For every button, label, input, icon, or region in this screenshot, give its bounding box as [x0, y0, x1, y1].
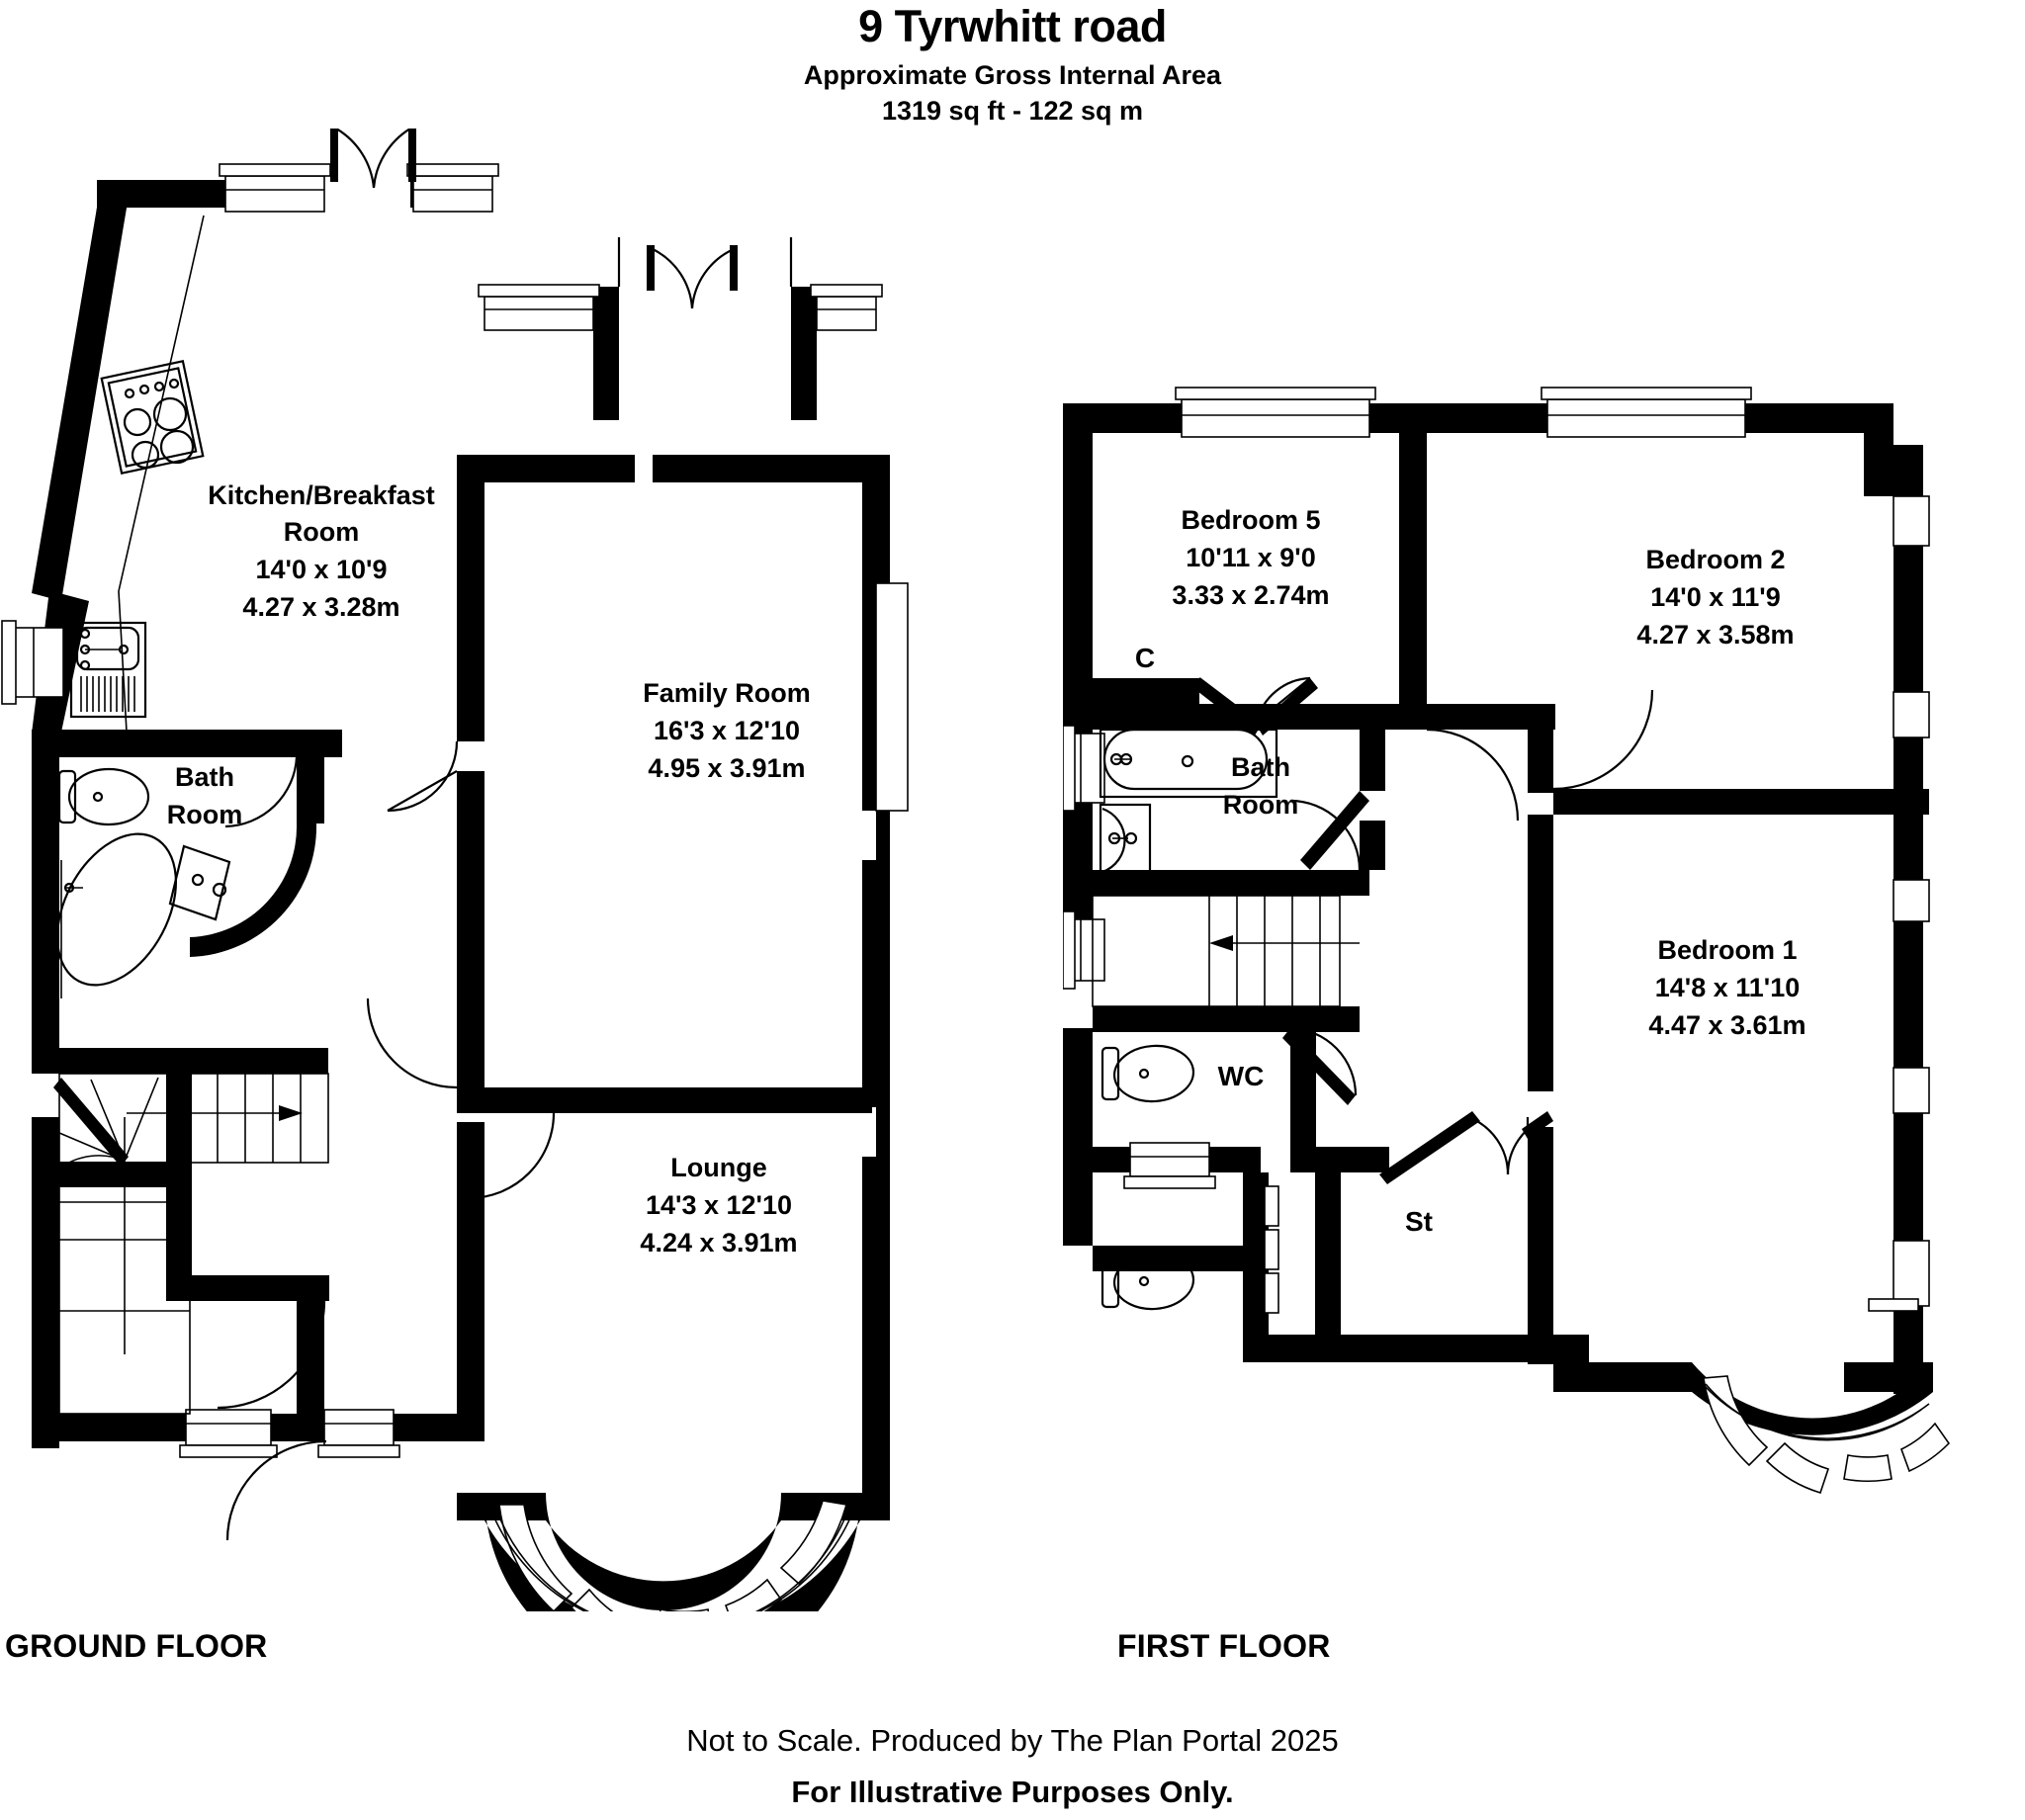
room-label-bedroom5-name: Bedroom 5	[1181, 505, 1320, 535]
washbasin-icon	[1099, 803, 1152, 878]
first-floor-door-swings	[1193, 676, 1654, 1184]
first-floor-staircase	[1092, 895, 1360, 1007]
plan-footer: Not to Scale. Produced by The Plan Porta…	[0, 1722, 2025, 1812]
room-label-family-dim-imperial: 16'3 x 12'10	[654, 716, 800, 745]
first-floor-caption: FIRST FLOOR	[1117, 1628, 1331, 1664]
first-floor-windows	[1063, 387, 1930, 1314]
washbasin-icon	[168, 844, 231, 921]
room-label-kitchen-name-2: Room	[284, 517, 360, 547]
bathtub-icon	[1099, 728, 1278, 799]
room-label-family-dim-metric: 4.95 x 3.91m	[648, 753, 805, 783]
room-label-bedroom1-dim-imperial: 14'8 x 11'10	[1655, 973, 1800, 1002]
first-floor-room-labels: Bedroom 5 10'11 x 9'0 3.33 x 2.74m Bedro…	[1135, 505, 1806, 1237]
ground-floor-staircase	[53, 1073, 329, 1415]
first-wc-fixtures-actual	[1101, 1044, 1195, 1103]
room-label-first-bath-name-1: Bath	[1231, 752, 1290, 782]
room-label-lounge-name: Lounge	[670, 1153, 766, 1182]
hob-icon	[100, 360, 205, 475]
annotation-store: St	[1405, 1206, 1433, 1237]
room-label-bedroom1-dim-metric: 4.47 x 3.61m	[1648, 1010, 1805, 1040]
room-label-first-bath-name-2: Room	[1223, 790, 1299, 820]
room-label-bedroom2-dim-metric: 4.27 x 3.58m	[1636, 620, 1794, 650]
room-label-ground-bath-name-2: Room	[167, 800, 243, 829]
footer-disclaimer-line-1: Not to Scale. Produced by The Plan Porta…	[686, 1723, 1339, 1758]
page-title: 9 Tyrwhitt road	[858, 1, 1167, 51]
room-label-bedroom5-dim-imperial: 10'11 x 9'0	[1186, 543, 1315, 572]
footer-disclaimer-line-2: For Illustrative Purposes Only.	[791, 1774, 1234, 1809]
annotation-cupboard: C	[1135, 643, 1155, 673]
room-label-kitchen-name-1: Kitchen/Breakfast	[208, 480, 435, 510]
room-label-ground-bath-name-1: Bath	[175, 762, 234, 792]
lounge-bay-window	[484, 1493, 860, 1611]
room-label-bedroom1-name: Bedroom 1	[1657, 935, 1797, 965]
ground-floor-drawing: Kitchen/Breakfast Room 14'0 x 10'9 4.27 …	[1, 129, 909, 1611]
area-caption-line-1: Approximate Gross Internal Area	[803, 60, 1222, 90]
room-label-lounge-dim-imperial: 14'3 x 12'10	[646, 1190, 792, 1220]
room-label-kitchen-dim-imperial: 14'0 x 10'9	[256, 555, 388, 584]
room-label-lounge-dim-metric: 4.24 x 3.91m	[640, 1228, 797, 1257]
room-label-family-name: Family Room	[643, 678, 811, 708]
ground-floor-windows	[1, 163, 909, 1458]
room-label-kitchen-dim-metric: 4.27 x 3.28m	[242, 592, 399, 622]
ground-floor-walls	[32, 180, 890, 1520]
annotation-wc: WC	[1218, 1061, 1265, 1091]
ground-floor-room-labels: Kitchen/Breakfast Room 14'0 x 10'9 4.27 …	[167, 480, 811, 1257]
room-label-bedroom5-dim-metric: 3.33 x 2.74m	[1172, 580, 1329, 610]
kitchen-fixtures	[69, 215, 205, 733]
room-label-bedroom2-dim-imperial: 14'0 x 11'9	[1650, 582, 1780, 612]
bedroom1-bay-window	[1692, 1362, 1951, 1494]
first-wc-fixtures	[1101, 1252, 1195, 1311]
ground-floor-door-swings	[217, 129, 793, 1541]
ground-bathroom-fixtures	[55, 767, 317, 998]
toilet-icon	[1101, 1252, 1195, 1311]
ground-floor-caption: GROUND FLOOR	[5, 1628, 268, 1664]
area-caption-line-2: 1319 sq ft - 122 sq m	[881, 95, 1144, 126]
room-label-bedroom2-name: Bedroom 2	[1645, 545, 1785, 574]
plan-header: 9 Tyrwhitt road Approximate Gross Intern…	[0, 0, 2025, 129]
first-floor-drawing: Bedroom 5 10'11 x 9'0 3.33 x 2.74m Bedro…	[1063, 387, 1951, 1494]
kitchen-sink-icon	[69, 621, 147, 719]
bathtub-icon	[55, 832, 178, 998]
first-bathroom-fixtures	[1099, 728, 1278, 878]
toilet-icon	[57, 767, 150, 826]
